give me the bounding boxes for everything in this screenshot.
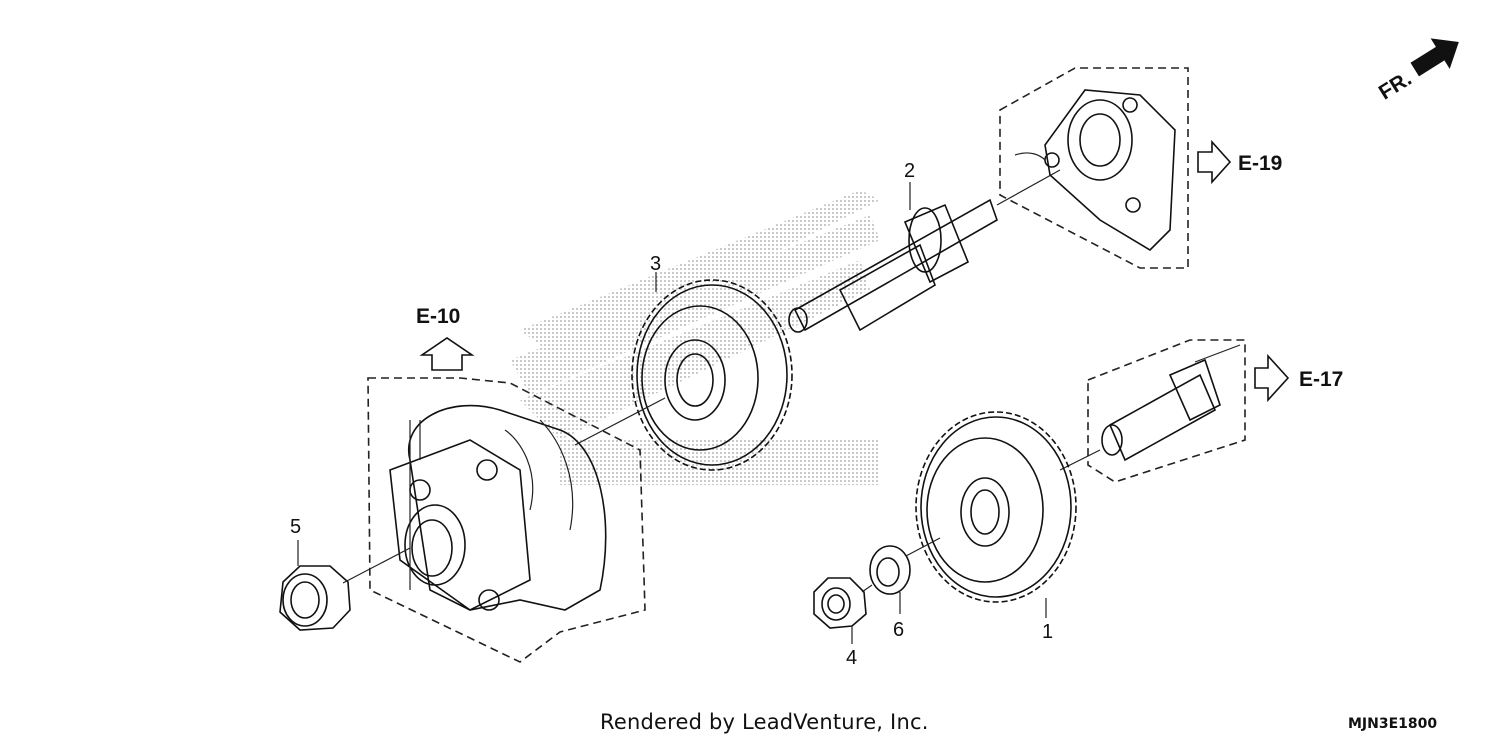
output-dashed-outline: [1087, 339, 1246, 483]
dotted-watermark: [510, 190, 880, 485]
housing-group: [367, 377, 646, 663]
callout-1: 1: [1042, 621, 1053, 643]
callout-3: 3: [650, 253, 661, 275]
part-4-flange-nut: [813, 577, 873, 644]
callout-5: 5: [290, 516, 301, 538]
part-2-shaft: [788, 169, 1061, 333]
callout-2: 2: [904, 160, 915, 182]
ref-label-e10: E-10: [416, 305, 460, 328]
output-shaft-group: [1059, 339, 1246, 483]
callout-4: 4: [846, 647, 857, 669]
footer-credit: Rendered by LeadVenture, Inc.: [600, 710, 929, 734]
diagram-code: MJN3E1800: [1348, 716, 1438, 732]
ref-arrow-e10: [419, 337, 475, 371]
housing-dashed-outline: [367, 377, 646, 663]
callout-6: 6: [893, 619, 904, 641]
cover-group: [999, 67, 1189, 269]
ref-arrow-e17: [1254, 353, 1290, 403]
ref-label-e19: E-19: [1238, 152, 1282, 175]
part-5-lock-nut: [279, 540, 411, 631]
part-1-gear: [915, 411, 1077, 618]
part-6-washer: [869, 537, 941, 614]
ref-arrow-e19: [1197, 139, 1232, 185]
ref-label-e17: E-17: [1299, 368, 1343, 391]
part-3-gear: [574, 272, 793, 471]
housing-bore: [404, 504, 466, 586]
direction-label: FR.: [1375, 67, 1416, 104]
forward-direction-arrow: FR.: [1375, 38, 1459, 105]
cover-dashed-outline: [999, 67, 1189, 269]
